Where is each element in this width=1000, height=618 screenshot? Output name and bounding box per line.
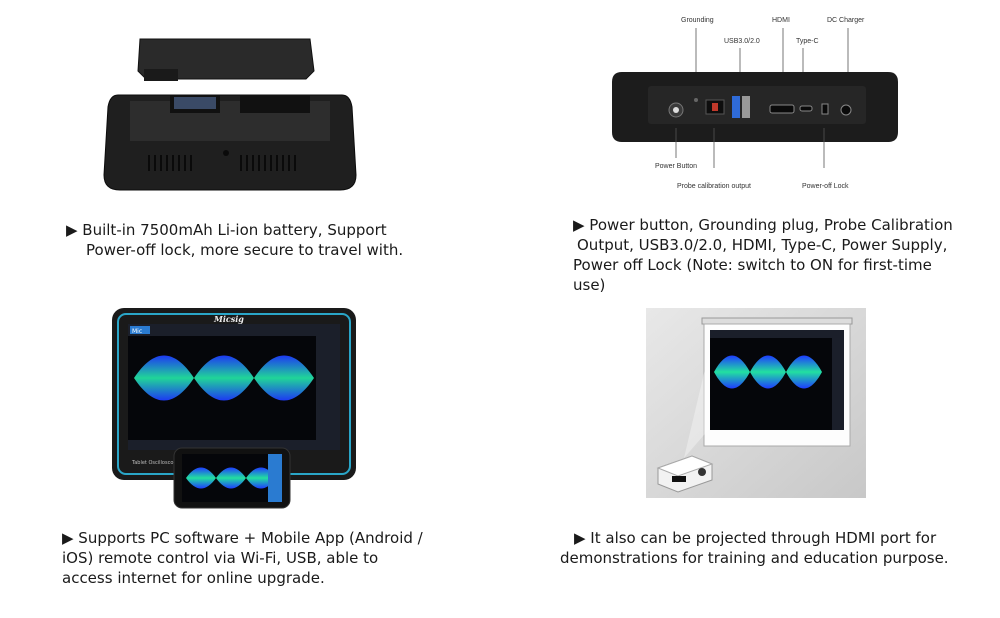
label-type-c: Type-C	[796, 38, 819, 45]
battery-device-image	[103, 38, 357, 191]
ports-caption-line-1: ▶ Power button, Grounding plug, Probe Ca…	[573, 216, 953, 234]
projection-caption-block: ▶ It also can be projected through HDMI …	[560, 528, 949, 568]
label-hdmi: HDMI	[772, 17, 790, 24]
ports-panel: Grounding HDMI DC Charger USB3.0/2.0 Typ…	[500, 0, 1000, 300]
software-panel: Mic Micsig Tablet Oscilloscope ▶ Support…	[0, 300, 500, 618]
software-caption-line-1: ▶ Supports PC software + Mobile App (And…	[62, 529, 423, 547]
battery-caption-line-2: Power-off lock, more secure to travel wi…	[86, 241, 404, 259]
battery-panel: ▶ Built-in 7500mAh Li-ion battery, Suppo…	[0, 0, 500, 300]
software-caption-line-2: iOS) remote control via Wi-Fi, USB, able…	[62, 549, 379, 567]
ports-device-image	[612, 28, 898, 168]
software-caption: ▶ Supports PC software + Mobile App (And…	[62, 528, 423, 588]
ports-caption: ▶ Power button, Grounding plug, Probe Ca…	[573, 215, 953, 295]
label-power-button: Power Button	[655, 163, 698, 170]
tablet-device-label: Tablet Oscilloscope	[131, 460, 180, 466]
tablet-brand-logo: Micsig	[213, 314, 244, 324]
battery-caption-line-1: ▶ Built-in 7500mAh Li-ion battery, Suppo…	[66, 221, 387, 239]
software-caption-line-3: access internet for online upgrade.	[62, 569, 325, 587]
oscilloscope-tablet-image: Mic Micsig Tablet Oscilloscope	[112, 308, 356, 509]
battery-caption: ▶ Built-in 7500mAh Li-ion battery, Suppo…	[66, 220, 403, 260]
projection-panel: ▶ It also can be projected through HDMI …	[500, 300, 1000, 618]
ports-caption-line-4: use)	[573, 276, 606, 294]
label-power-off-lock: Power-off Lock	[802, 183, 849, 190]
label-probe-calibration: Probe calibration output	[677, 183, 751, 190]
screen-brand-mini: Mic	[132, 328, 142, 335]
label-grounding: Grounding	[681, 17, 714, 24]
projection-caption-line-1: ▶ It also can be projected through HDMI …	[574, 529, 937, 547]
label-usb: USB3.0/2.0	[724, 38, 760, 45]
ports-caption-line-3: Power off Lock (Note: switch to ON for f…	[573, 256, 932, 274]
label-dc-charger: DC Charger	[827, 17, 865, 24]
projection-caption-line-2: demonstrations for training and educatio…	[560, 549, 949, 567]
projector-scene-image	[646, 308, 866, 498]
ports-caption-line-2: Output, USB3.0/2.0, HDMI, Type-C, Power …	[577, 236, 948, 254]
